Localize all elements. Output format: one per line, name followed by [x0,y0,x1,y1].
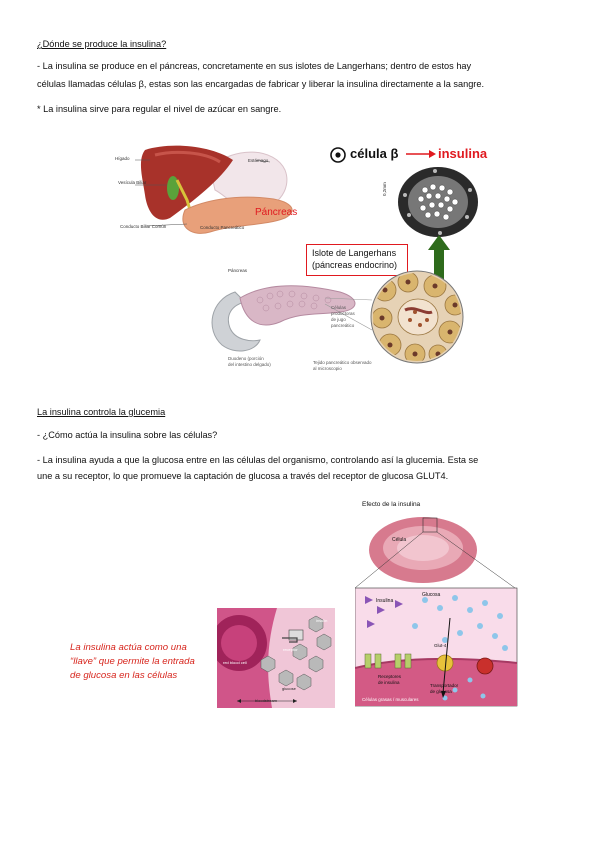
section-heading-glycemia: La insulina controla la glucemia [37,407,166,417]
label-estomago: Estómago [248,158,269,163]
label-insulina: insulina [438,146,488,161]
islet-box-line2: (páncreas endocrino) [312,260,398,270]
label-vesicula: Vesícula Biliar [118,180,147,185]
islet-box-line1: Islote de Langerhans [312,248,397,258]
paragraph-line: une a su receptor, lo que promueve la ca… [37,471,449,481]
label-glucosa: Glucosa [422,592,441,598]
label-celulas-2: productoras [331,311,355,316]
paragraph-insulin-purpose: * La insulina sirve para regular el nive… [37,104,282,114]
caption-line2: “llave” que permite la entrada [70,656,195,667]
label-insulina-es: Insulina [376,598,394,604]
label-celulas-3: de jugo [331,317,346,322]
label-glucose-en: glucose [282,686,296,691]
label-celulas-1: Células [331,305,347,310]
label-duodeno-2: del intestino delgado) [228,362,271,367]
pancreas-duodenum-illustration [211,285,373,352]
label-red-blood-cell: red blood cell [223,660,247,665]
insulin-key-illustration [217,608,335,708]
beta-cell-bullet-icon [330,147,346,163]
section-heading-insulin-production: ¿Dónde se produce la insulina? [37,39,167,49]
label-transportador-1: Transportador [430,683,459,688]
label-duodeno-1: Duodeno (porción [228,356,264,361]
label-pancreas-small: Páncreas [228,268,248,273]
label-scale: 0,2mm [382,182,387,196]
paragraph-line: - La insulina ayuda a que la glucosa ent… [37,455,479,465]
label-transportador-2: de glucosa [430,689,452,694]
label-celulas-grasas: Células grasas / musculares [362,697,419,702]
caption-line3: de glucosa en las células [70,670,178,681]
insulin-effect-illustration [355,517,518,707]
label-glut4: Glut-4 [434,643,447,648]
label-receptor-en: receptor [283,647,298,652]
caption-line1: La insulina actúa como una [70,642,187,653]
label-higado: Hígado [115,156,130,161]
label-tejido-1: Tejido pancreático observado [313,360,372,365]
label-conducto-biliar: Conducto Biliar Común [120,224,167,229]
label-bloodstream: bloodstream [255,698,278,703]
label-receptores-2: de insulina [378,680,400,685]
label-celula: Célula [392,537,407,543]
arrow-right-icon [406,150,436,158]
paragraph-line: - La insulina se produce en el páncreas,… [37,61,472,71]
islet-micrograph [398,167,478,237]
label-insulin-en: insulin [316,618,328,623]
question-text: - ¿Cómo actúa la insulina sobre las célu… [37,430,218,440]
label-tejido-2: al microscopio [313,366,342,371]
effect-title: Efecto de la insulina [362,501,421,508]
label-pancreas: Páncreas [255,207,298,218]
liver-pancreas-illustration [135,145,293,234]
label-beta-cell: célula β [350,146,399,161]
label-conducto-pancreatico: Conducto Pancreático [200,225,245,230]
islet-callout-box: Islote de Langerhans (páncreas endocrino… [306,244,408,276]
paragraph-line: células llamadas células β, estas son la… [37,79,485,89]
pancreatic-tissue-micrograph [370,270,464,364]
label-celulas-4: pancreático [331,323,355,328]
arrow-up-icon [428,235,450,290]
label-receptores-1: Receptores [378,674,402,679]
